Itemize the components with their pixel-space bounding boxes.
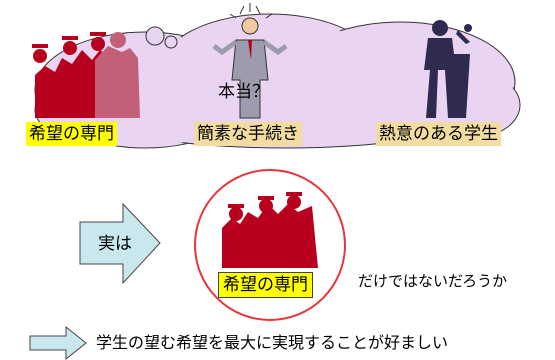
label-procedure: 簡素な手続き xyxy=(194,122,302,146)
label-students: 熱意のある学生 xyxy=(376,122,501,146)
question-text: 本当？ xyxy=(218,82,269,102)
aside-text: だけではないだろうか xyxy=(358,272,508,290)
confused-man-icon xyxy=(212,3,288,119)
speaker-podium-icon xyxy=(424,20,472,118)
thought-bubbles xyxy=(145,26,178,49)
conclusion-arrow-shape xyxy=(29,325,87,360)
graduates-left-icon xyxy=(32,32,140,118)
actually-label: 実は xyxy=(98,234,132,254)
label-specialty: 希望の専門 xyxy=(26,122,117,146)
conclusion-text: 学生の望む希望を最大に実現することが好ましい xyxy=(96,333,449,352)
circle-label-specialty: 希望の専門 xyxy=(218,272,313,298)
graduates-circle-icon xyxy=(222,192,318,268)
actually-arrow-shape xyxy=(79,202,161,285)
